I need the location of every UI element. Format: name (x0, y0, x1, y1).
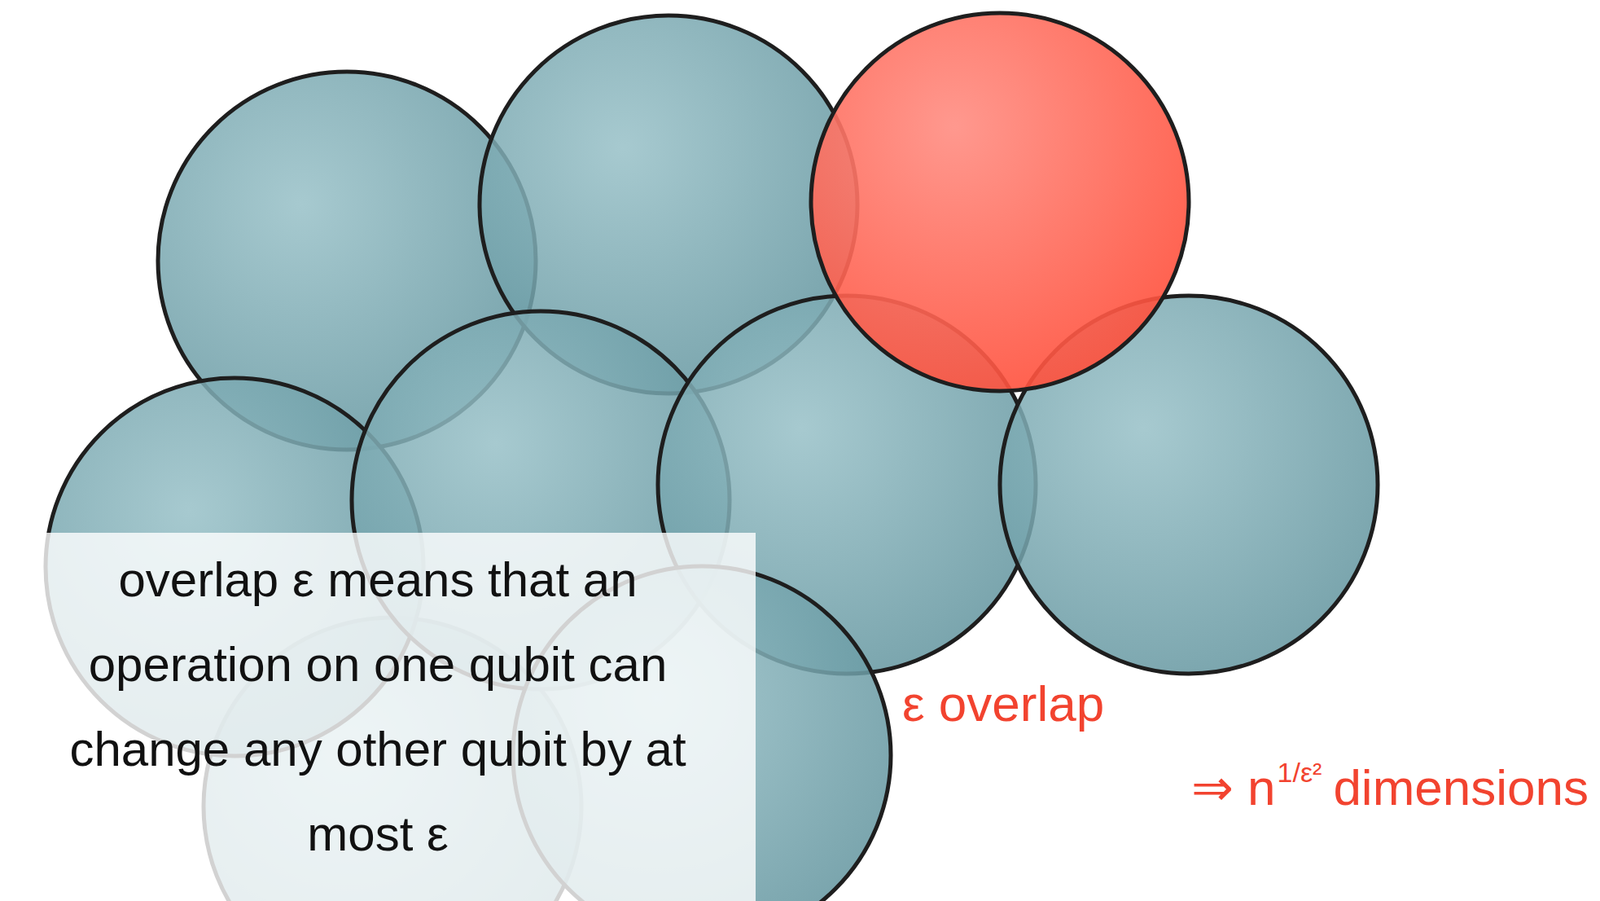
annotation-label: dimensions (1332, 758, 1589, 816)
annotation-line: ε overlap (902, 675, 1105, 732)
note-box: overlap ε means that an operation on one… (0, 532, 756, 901)
highlighted-qubit-circle (810, 13, 1189, 391)
annotation-label: ε overlap (902, 675, 1105, 732)
exponent-label: 1/ε² (1277, 756, 1323, 788)
note-text: overlap ε means that an operation on one… (68, 537, 688, 877)
annotation-line: ⇒ n1/ε² dimensions (1191, 757, 1589, 816)
annotation-label: ⇒ n (1191, 758, 1276, 816)
